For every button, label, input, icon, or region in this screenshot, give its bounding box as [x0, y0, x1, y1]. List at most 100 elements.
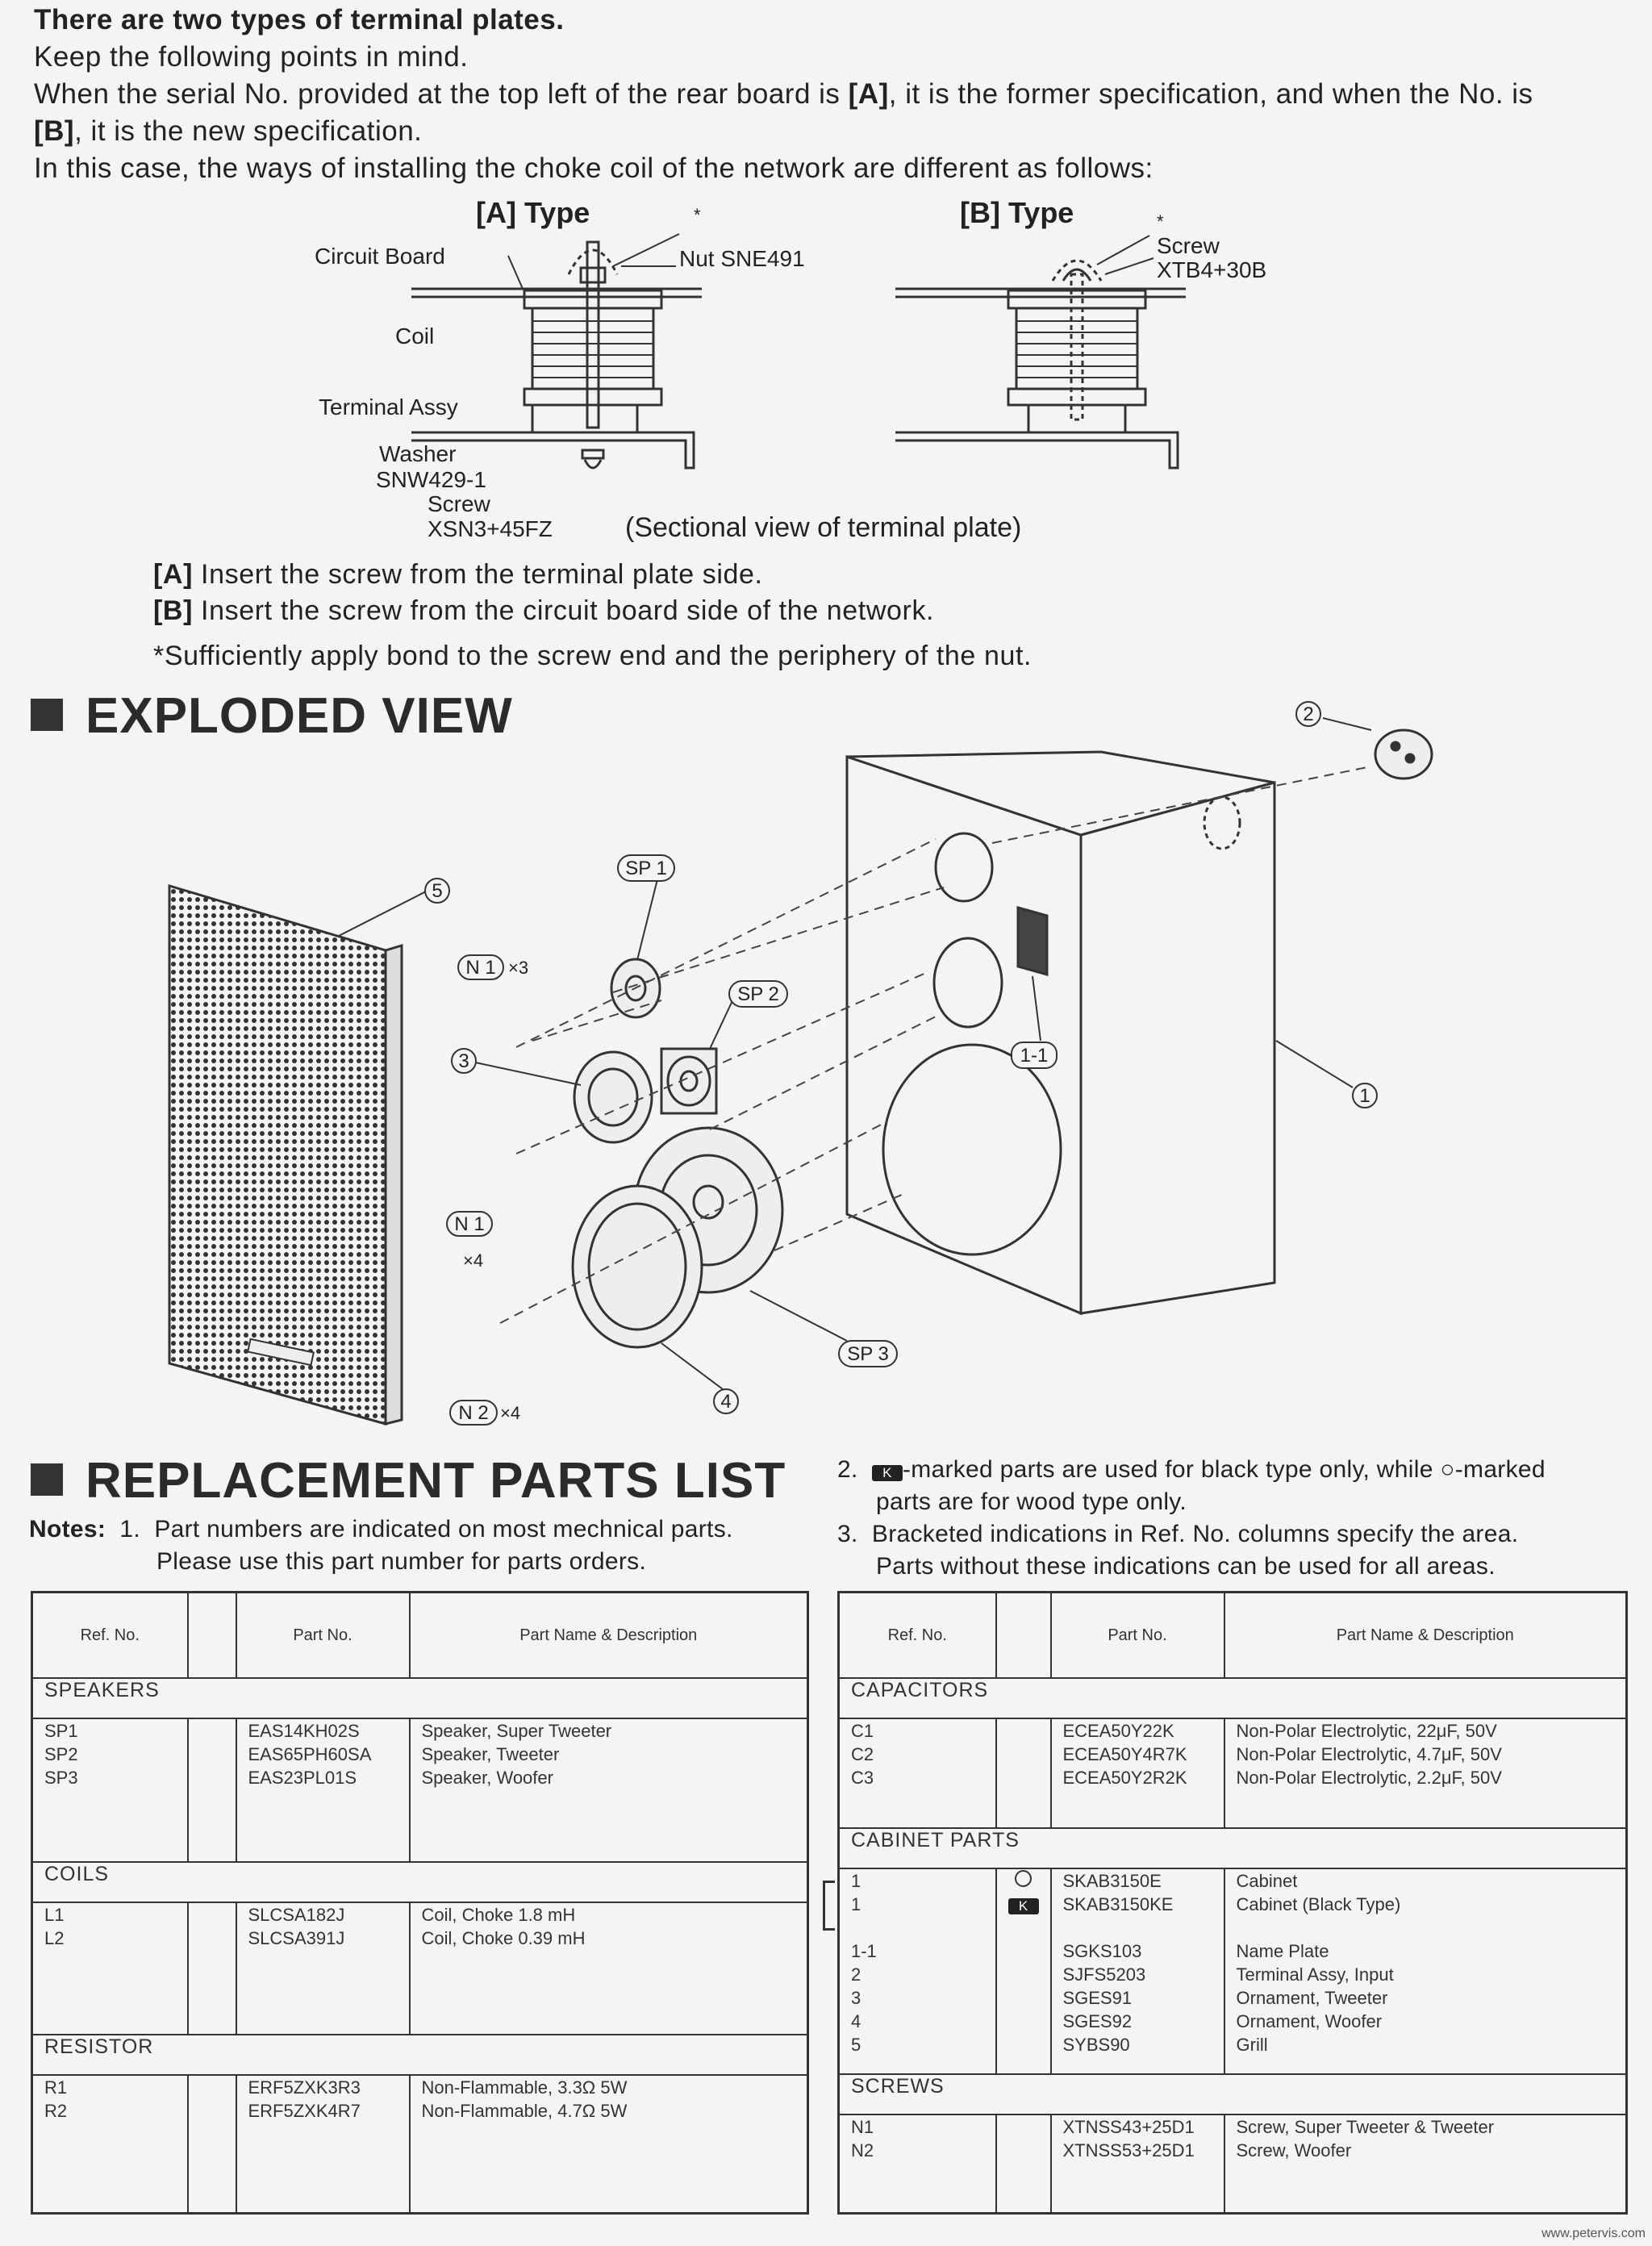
- bullet-square: [31, 698, 63, 731]
- black-type-mark: K: [1007, 1893, 1039, 1916]
- ref-cell: 4: [851, 2011, 861, 2031]
- ref-cell: R1: [44, 2077, 68, 2098]
- part-cell: ECEA50Y4R7K: [1062, 1744, 1187, 1764]
- note-3-number: 3.: [837, 1521, 858, 1547]
- header-description: Part Name & Description: [1223, 1592, 1627, 1679]
- label-screw-a-part: XSN3+45FZ: [428, 516, 553, 541]
- callout-4: [713, 1388, 739, 1414]
- group-row: SCREWS: [837, 2073, 1627, 2115]
- wood-type-mark-icon: ○: [1440, 1456, 1455, 1483]
- header-mark: [186, 1592, 236, 1679]
- part-cell: SGKS103: [1062, 1941, 1142, 1961]
- desc-column: Coil, Choke 1.8 mH Coil, Choke 0.39 mH: [408, 1902, 808, 2035]
- callout-sp2-text: SP 2: [737, 983, 779, 1005]
- desc-cell: Coil, Choke 0.39 mH: [421, 1928, 586, 1948]
- label-screw-b: Screw: [1157, 233, 1220, 258]
- intro-line: In this case, the ways of installing the…: [34, 152, 1153, 184]
- woofer-ornament: [571, 1184, 703, 1349]
- part-cell: ERF5ZXK3R3: [248, 2077, 361, 2098]
- desc-cell: Speaker, Woofer: [421, 1768, 553, 1788]
- callout-nameplate-text: 1-1: [1020, 1045, 1049, 1067]
- area-bracket: [823, 1881, 835, 1931]
- callout-sp1: [617, 854, 675, 882]
- group-name: SPEAKERS: [31, 1677, 808, 1719]
- note-2: 2. K-marked parts are used for black typ…: [837, 1454, 1546, 1486]
- label-terminal-assy: Terminal Assy: [319, 395, 458, 420]
- type-b-drawing: [895, 235, 1186, 470]
- part-cell: SKAB3150E: [1062, 1871, 1162, 1891]
- callout-sp2: [728, 980, 788, 1008]
- note-a-text: Insert the screw from the terminal plate…: [193, 559, 763, 590]
- notes-label: Notes:: [29, 1516, 106, 1543]
- callout-3: [451, 1048, 477, 1074]
- asterisk-b: *: [1157, 211, 1164, 232]
- label-circuit-board: Circuit Board: [315, 244, 445, 269]
- callout-n2: [449, 1400, 498, 1426]
- mark-column: [995, 1718, 1051, 1828]
- label-screw-a: Screw: [428, 491, 491, 516]
- label-coil: Coil: [395, 324, 434, 349]
- intro-line: [B], it is the new specification.: [34, 113, 1631, 150]
- parts-list-title: REPLACEMENT PARTS LIST: [31, 1452, 786, 1509]
- note-bond: *Sufficiently apply bond to the screw en…: [153, 641, 1032, 671]
- type-b-title: [B] Type: [960, 196, 1074, 229]
- desc-cell: Screw, Woofer: [1236, 2140, 1352, 2160]
- callout-n1-mid-qty: ×4: [463, 1250, 483, 1271]
- intro-heading: There are two types of terminal plates.: [34, 4, 565, 35]
- desc-cell: Non-Flammable, 3.3Ω 5W: [421, 2077, 628, 2098]
- desc-cell: Ornament, Woofer: [1236, 2011, 1383, 2031]
- callout-sp1-text: SP 1: [625, 858, 667, 879]
- ref-cell: 5: [851, 2035, 861, 2055]
- header-part-no: Part No.: [1049, 1592, 1224, 1679]
- callout-n1-top-qty: ×3: [508, 958, 528, 978]
- part-cell: ERF5ZXK4R7: [248, 2101, 361, 2121]
- ref-cell: SP1: [44, 1721, 78, 1741]
- parts-table-right: Ref. No. Part No. Part Name & Descriptio…: [837, 1591, 1628, 2215]
- group-row: RESISTOR: [31, 2034, 808, 2076]
- ref-cell: L2: [44, 1928, 65, 1948]
- ref-cell: R2: [44, 2101, 68, 2121]
- desc-cell: Ornament, Tweeter: [1236, 1988, 1388, 2008]
- terminal-assy: [1374, 728, 1433, 780]
- note-2-text: -marked parts are used for black type on…: [902, 1456, 1441, 1483]
- callout-n2-qty: ×4: [500, 1403, 520, 1423]
- type-a-drawing: [411, 233, 702, 470]
- intro-line: When the serial No. provided at the top …: [34, 76, 1631, 113]
- desc-column: Cabinet Cabinet (Black Type) Name Plate …: [1223, 1868, 1627, 2074]
- circle-mark-icon: [1015, 1870, 1032, 1887]
- callout-2: [1295, 701, 1321, 727]
- intro-tag: [A]: [848, 78, 889, 110]
- ref-cell: N2: [851, 2140, 874, 2160]
- note-a-tag: [A]: [153, 559, 193, 590]
- grill: [168, 883, 403, 1426]
- part-cell: EAS65PH60SA: [248, 1744, 372, 1764]
- group-name: CABINET PARTS: [837, 1827, 1627, 1869]
- desc-cell: Name Plate: [1236, 1941, 1329, 1961]
- label-washer-part: SNW429-1: [376, 467, 486, 492]
- part-cell: EAS23PL01S: [248, 1768, 357, 1788]
- group-row: CAPACITORS: [837, 1677, 1627, 1719]
- parts-table-left: Ref. No. Part No. Part Name & Descriptio…: [31, 1591, 809, 2215]
- note-3-line1: Bracketed indications in Ref. No. column…: [871, 1521, 1519, 1547]
- part-cell: EAS14KH02S: [248, 1721, 360, 1741]
- table-header-row: Ref. No. Part No. Part Name & Descriptio…: [837, 1592, 1627, 1679]
- leader-lines: [338, 717, 1372, 1392]
- part-cell: ECEA50Y22K: [1062, 1721, 1174, 1741]
- callout-5: [424, 878, 450, 904]
- callout-n1-top-text: N 1: [465, 957, 495, 979]
- desc-cell: Coil, Choke 1.8 mH: [421, 1905, 576, 1925]
- ref-column: 1 1 1-1 2 3 4 5: [837, 1868, 996, 2074]
- note-3-line2: Parts without these indications can be u…: [876, 1553, 1496, 1580]
- intro-text: There are two types of terminal plates. …: [34, 2, 1631, 187]
- note-2-number: 2.: [837, 1456, 858, 1483]
- note-b-tag: [B]: [153, 595, 193, 626]
- part-column: EAS14KH02S EAS65PH60SA EAS23PL01S: [235, 1718, 410, 1862]
